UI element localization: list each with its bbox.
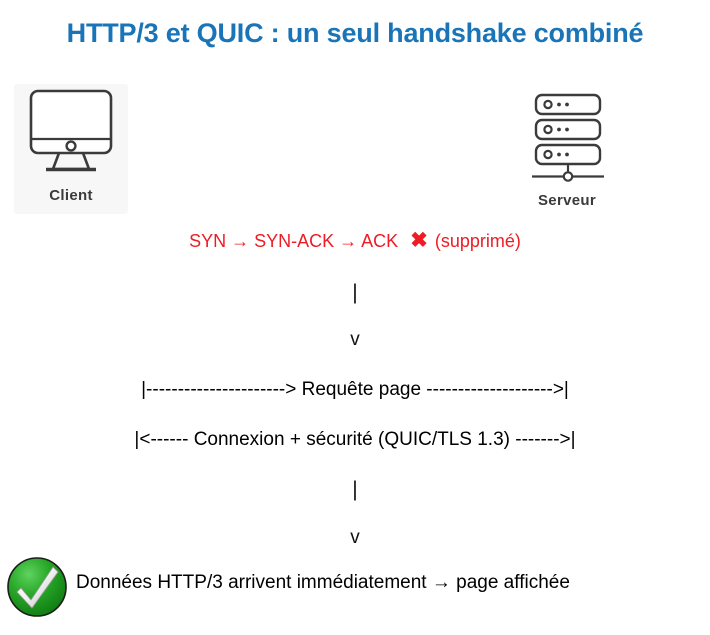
green-check-badge-icon [6,556,68,623]
tcp-handshake-text: SYN → SYN-ACK → ACK [189,231,399,251]
server-rack-icon [528,92,608,193]
page-title: HTTP/3 et QUIC : un seul handshake combi… [66,18,644,48]
connector-bar-2: | [352,478,358,501]
client-label: Client [49,187,93,204]
server-endpoint: Serveur [508,92,626,214]
server-label: Serveur [538,192,596,209]
connector-arrowhead-2: v [350,527,360,548]
cross-mark-icon: ✖ [410,229,428,252]
tcp-handshake-line: SYN → SYN-ACK → ACK ✖ (supprimé) [0,228,710,253]
connector-bar-1: | [352,281,358,304]
tcp-handshake-note: (supprimé) [434,231,521,251]
client-endpoint: Client [14,84,128,214]
desktop-monitor-icon [29,89,113,188]
connection-security-line: |<------ Connexion + sécurité (QUIC/TLS … [134,429,576,450]
result-row: Données HTTP/3 arrivent immédiatement → … [0,556,710,618]
result-text: Données HTTP/3 arrivent immédiatement → … [76,572,570,593]
request-page-line: |----------------------> Requête page --… [141,379,569,400]
connector-arrowhead-1: v [350,329,360,350]
